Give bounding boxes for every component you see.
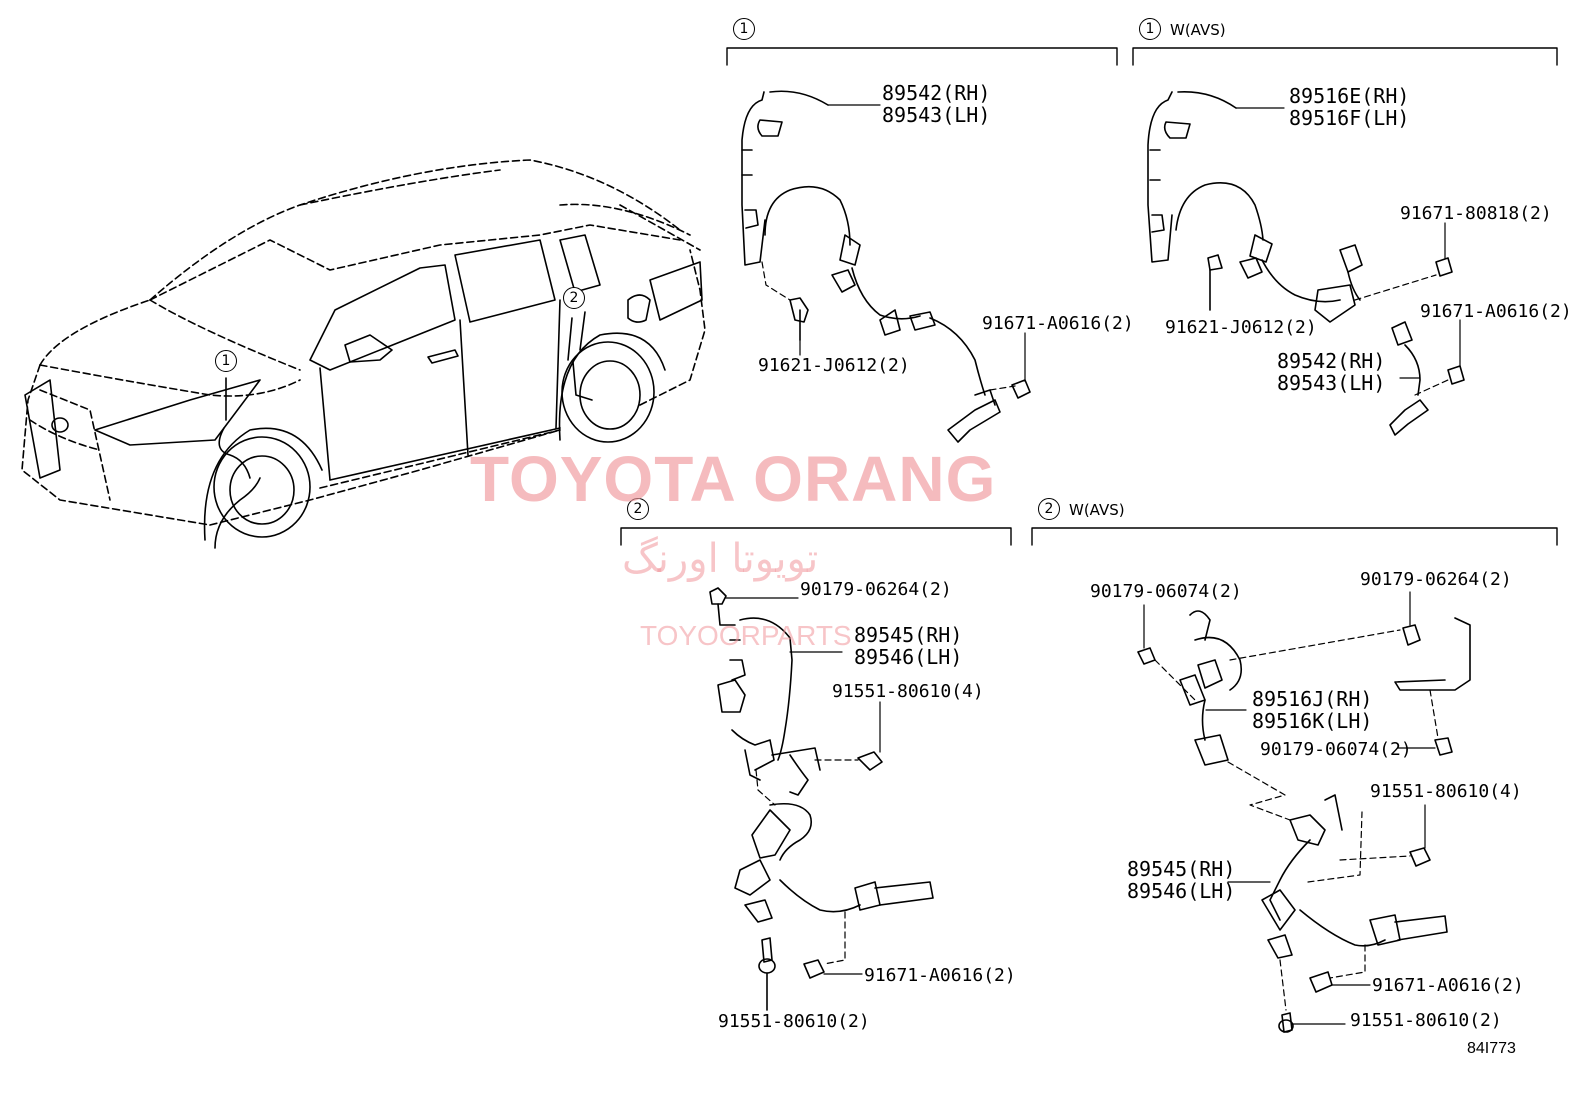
rear-bolt-mid-label: 91551-80610(4) <box>832 681 984 702</box>
front-avs-wire-lh-label: 89516F(LH) <box>1289 106 1410 130</box>
rear-leaders <box>725 597 881 975</box>
rear-nut-label: 90179-06264(2) <box>800 579 952 600</box>
front-sensor-lh-label: 89543(LH) <box>882 103 991 127</box>
rear-sensor-rh-label: 89545(RH) <box>854 623 963 647</box>
section-1-number: 1 <box>733 18 755 40</box>
vehicle-callout-front: 1 <box>215 350 237 372</box>
rear-sensor-drawing <box>709 587 934 1011</box>
rear-sensor-lh-label: 89546(LH) <box>854 645 963 669</box>
rear-avs-sensor-rh-label: 89545(RH) <box>1127 857 1236 881</box>
section-brackets <box>620 47 1558 546</box>
vehicle-callout-rear: 2 <box>563 287 585 309</box>
front-sensor-rh-label: 89542(RH) <box>882 81 991 105</box>
rear-avs-nut-left-label: 90179-06074(2) <box>1090 581 1242 602</box>
section-2-number: 2 <box>627 498 649 520</box>
rear-avs-nut-right-label: 90179-06264(2) <box>1360 569 1512 590</box>
front-avs-bolt-upper-label: 91671-80818(2) <box>1400 203 1552 224</box>
rear-avs-nut-lower-label: 90179-06074(2) <box>1260 739 1412 760</box>
rear-sensor-bolt-label: 91671-A0616(2) <box>864 965 1016 986</box>
rear-avs-drawing <box>1137 610 1471 1033</box>
rear-avs-wire-lh-label: 89516K(LH) <box>1252 709 1373 733</box>
front-avs-sensor-bolt-label: 91671-A0616(2) <box>1420 301 1572 322</box>
section-1-avs-label: W(AVS) <box>1170 21 1226 39</box>
front-sensor-bolt-label: 91671-A0616(2) <box>982 313 1134 334</box>
section-2-avs-number: 2 <box>1038 498 1060 520</box>
front-sensor-drawing <box>741 90 1031 443</box>
watermark-latin: TOYOTA ORANG <box>470 443 997 515</box>
front-avs-wire-rh-label: 89516E(RH) <box>1289 84 1410 108</box>
watermark-site: TOYOORPARTS <box>640 620 852 651</box>
rear-avs-leaders <box>1143 591 1439 1025</box>
section-1-avs-number: 1 <box>1139 18 1161 40</box>
front-avs-sensor-lh-label: 89543(LH) <box>1277 371 1386 395</box>
vehicle-solid <box>24 234 703 549</box>
front-leaders <box>761 104 1026 391</box>
illustration-code: 84I773 <box>1467 1040 1516 1057</box>
front-avs-clip-bolt-label: 91621-J0612(2) <box>1165 317 1317 338</box>
rear-avs-sensor-bolt-label: 91671-A0616(2) <box>1372 975 1524 996</box>
rear-avs-bolt-lower-label: 91551-80610(2) <box>1350 1010 1502 1031</box>
rear-bolt-lower-label: 91551-80610(2) <box>718 1011 870 1032</box>
vehicle-outline <box>21 159 706 526</box>
front-avs-sensor-rh-label: 89542(RH) <box>1277 349 1386 373</box>
front-avs-leaders <box>1235 107 1461 396</box>
front-clip-bolt-label: 91621-J0612(2) <box>758 355 910 376</box>
front-avs-drawing <box>1147 91 1465 436</box>
section-2-avs-label: W(AVS) <box>1069 501 1125 519</box>
rear-avs-bolt-mid-label: 91551-80610(4) <box>1370 781 1522 802</box>
rear-avs-wire-rh-label: 89516J(RH) <box>1252 687 1373 711</box>
rear-avs-sensor-lh-label: 89546(LH) <box>1127 879 1236 903</box>
watermark-persian: تویوتا اورنگ <box>622 536 819 582</box>
